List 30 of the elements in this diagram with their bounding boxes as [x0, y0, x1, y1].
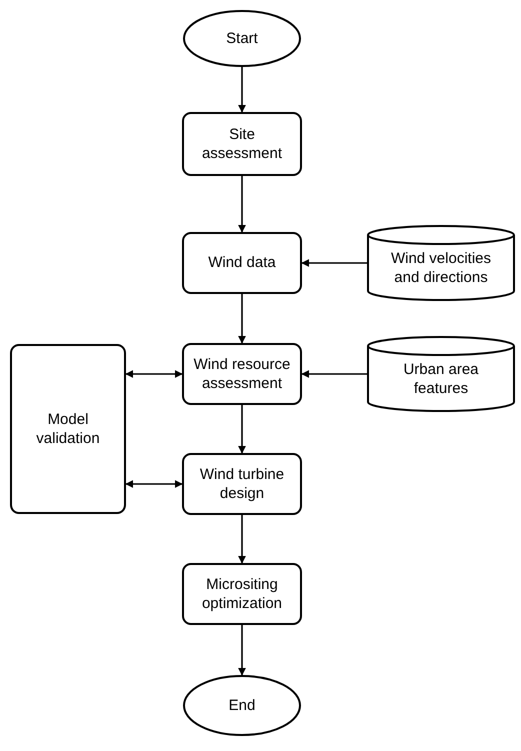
arrow: [125, 370, 183, 378]
node-label: Wind velocities and directions: [390, 248, 492, 288]
arrow: [238, 515, 246, 564]
node-label: Start: [225, 28, 259, 48]
process-box: [10, 344, 126, 514]
node-label: Urban area features: [402, 360, 480, 398]
arrow: [125, 480, 183, 488]
node-label: Site assessment: [200, 124, 284, 164]
arrow: [238, 67, 246, 113]
arrow: [301, 259, 367, 267]
node-label: Model validation: [35, 410, 101, 448]
arrow: [301, 370, 367, 378]
process-box: [182, 232, 302, 294]
data-cylinder: [367, 225, 515, 301]
node-label: Micrositing optimization: [200, 574, 284, 614]
terminal-ellipse: [183, 10, 301, 67]
arrow: [238, 294, 246, 344]
node-label: Wind resource assessment: [192, 354, 292, 394]
arrow: [238, 176, 246, 233]
process-box: [182, 453, 302, 515]
process-box: [182, 563, 302, 625]
process-box: [182, 343, 302, 405]
process-box: [182, 112, 302, 176]
data-cylinder: [367, 336, 515, 412]
terminal-ellipse: [183, 675, 301, 736]
node-label: Wind turbine design: [198, 464, 286, 504]
arrow: [238, 405, 246, 454]
node-label: End: [228, 696, 256, 716]
arrow: [238, 625, 246, 676]
node-label: Wind data: [207, 253, 277, 273]
